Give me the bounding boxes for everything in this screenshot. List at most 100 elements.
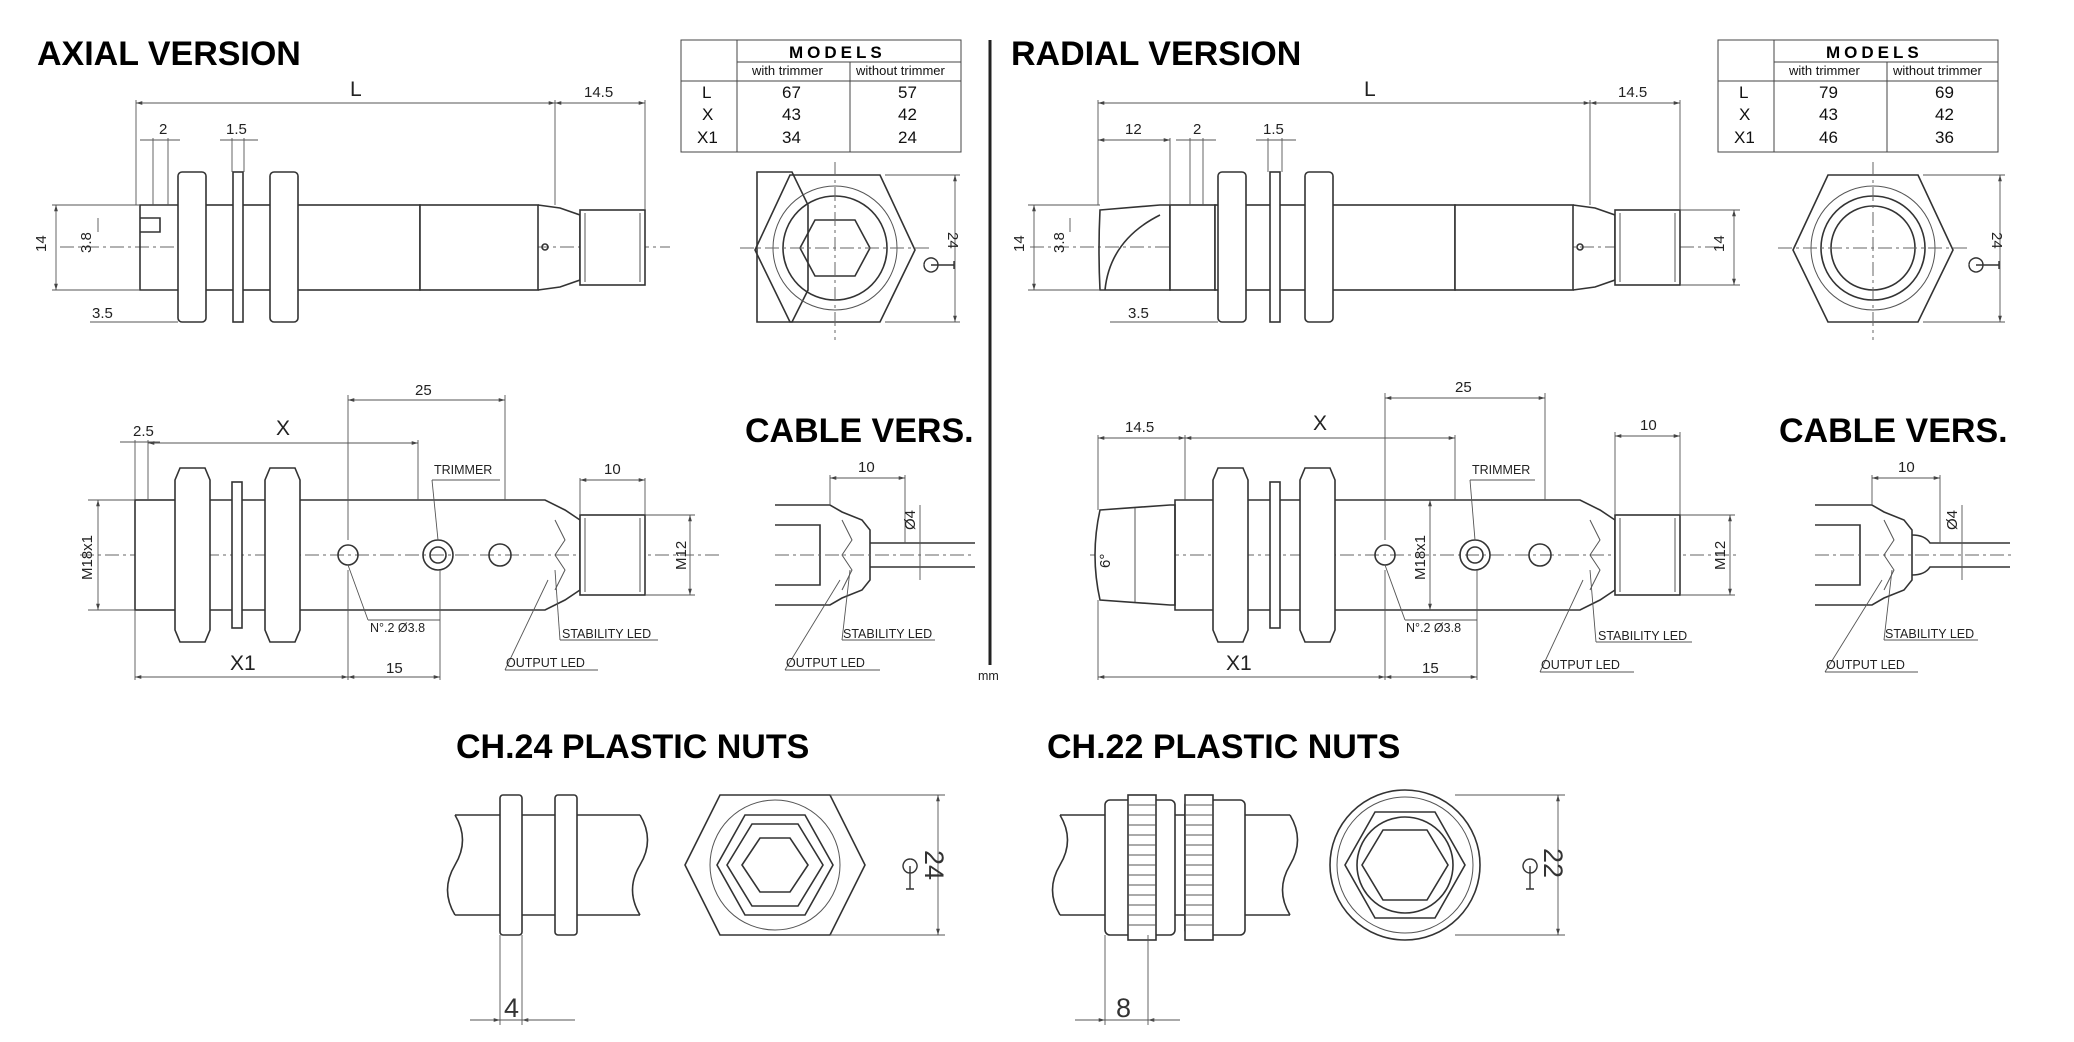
radial-dim-25: 25 [1455,379,1472,396]
radial-holes-label: N°.2 Ø3.8 [1406,621,1461,635]
ch22-nuts-side-view: 8 [1051,794,1299,1025]
axial-output-led-label: OUTPUT LED [506,656,585,670]
axial-cable-view: 10 Ø4 STABILITY LED OUTPUT LED mm [775,459,999,683]
radial-dim-10: 10 [1640,417,1657,434]
axial-row-X1-key: X1 [697,128,718,147]
radial-hex-end-view: 24 [1778,162,2005,340]
radial-dim-3-5: 3.5 [1128,305,1149,322]
radial-dim-14-5b: 14.5 [1125,419,1154,436]
ch22-plastic-nuts-title: CH.22 PLASTIC NUTS [1047,728,1400,766]
radial-dim-15: 15 [1422,660,1439,677]
axial-dim-X1: X1 [230,652,256,675]
radial-hex-24: 24 [1988,232,2005,249]
radial-side-view: L 14.5 12 2 1.5 14 3.8 3.5 14 [1011,78,1740,323]
axial-dim-X: X [276,417,290,440]
axial-dim-14-5: 14.5 [584,84,613,101]
radial-cable-view: 10 Ø4 STABILITY LED OUTPUT LED [1815,459,2015,673]
cable-right-dim-10: 10 [1898,459,1915,476]
axial-row-X-without: 42 [898,105,917,124]
cable-left-stability-led: STABILITY LED [843,627,932,641]
axial-stability-led-label: STABILITY LED [562,627,651,641]
axial-dim-L: L [350,78,362,101]
radial-dim-14-5: 14.5 [1618,84,1647,101]
cable-right-stability-led: STABILITY LED [1885,627,1974,641]
axial-row-X1-with: 34 [782,128,801,147]
axial-row-X-key: X [702,105,713,124]
radial-dim-X: X [1313,412,1327,435]
radial-dim-2: 2 [1193,121,1201,138]
radial-output-led-label: OUTPUT LED [1541,658,1620,672]
axial-row-X1-without: 24 [898,128,917,147]
radial-trimmer-label: TRIMMER [1472,463,1530,477]
radial-row-X-with: 43 [1819,105,1838,124]
radial-angle-6: 6° [1097,554,1114,568]
radial-table-col-without-trimmer: without trimmer [1892,63,1983,78]
radial-dim-L: L [1364,78,1376,101]
axial-dim-3-8: 3.8 [78,232,95,253]
axial-trimmer-label: TRIMMER [434,463,492,477]
axial-dim-25: 25 [415,382,432,399]
axial-row-L-key: L [702,83,711,102]
radial-dim-14b: 14 [1711,235,1728,252]
ch22-width-8: 8 [1116,993,1131,1023]
radial-dim-12: 12 [1125,121,1142,138]
ch24-width-4: 4 [504,993,519,1023]
axial-side-view: L 14.5 2 1.5 14 3.8 3.5 [33,78,670,323]
axial-models-table: MODELS with trimmer without trimmer L 67… [680,39,962,153]
cable-right-output-led: OUTPUT LED [1826,658,1905,672]
axial-hex-24: 24 [944,232,961,249]
ch24-nuts-end-view: 24 [684,794,949,936]
axial-row-L-with: 67 [782,83,801,102]
radial-models-table: MODELS with trimmer without trimmer L 79… [1717,39,1999,153]
axial-dim-2: 2 [159,121,167,138]
radial-dim-M12: M12 [1712,541,1729,570]
axial-dim-14: 14 [33,235,50,252]
radial-dim-3-8: 3.8 [1051,232,1068,253]
axial-row-X-with: 43 [782,105,801,124]
axial-table-col-without-trimmer: without trimmer [855,63,946,78]
cable-right-dim-d4: Ø4 [1944,510,1961,530]
units-mm: mm [978,669,999,683]
axial-dim-1-5: 1.5 [226,121,247,138]
axial-holes-label: N°.2 Ø3.8 [370,621,425,635]
axial-dim-M12: M12 [673,541,690,570]
cable-left-output-led: OUTPUT LED [786,656,865,670]
wrench-icon [1968,257,2000,273]
radial-table-col-with-trimmer: with trimmer [1788,63,1860,78]
radial-version-title: RADIAL VERSION [1011,35,1301,73]
radial-dim-14: 14 [1011,235,1028,252]
radial-row-L-with: 79 [1819,83,1838,102]
axial-dim-M18: M18x1 [79,535,96,580]
cable-version-title-right: CABLE VERS. [1779,412,2008,450]
axial-table-col-with-trimmer: with trimmer [751,63,823,78]
axial-row-L-without: 57 [898,83,917,102]
wrench-icon [902,858,918,890]
axial-dim-15: 15 [386,660,403,677]
radial-dim-1-5: 1.5 [1263,121,1284,138]
radial-row-X1-with: 46 [1819,128,1838,147]
axial-dim-10: 10 [604,461,621,478]
radial-stability-led-label: STABILITY LED [1598,629,1687,643]
axial-dim-3-5: 3.5 [92,305,113,322]
cable-left-dim-d4: Ø4 [902,510,919,530]
wrench-icon [923,257,955,273]
radial-dim-X1: X1 [1226,652,1252,675]
radial-section-view: 6° 14.5 X 25 10 TRIMMER M18x1 M12 N°.2 Ø… [1090,379,1740,680]
wrench-icon [1522,858,1538,890]
radial-row-X-key: X [1739,105,1750,124]
axial-dim-2-5: 2.5 [133,423,154,440]
axial-version-title: AXIAL VERSION [37,35,301,73]
cable-version-title-left: CABLE VERS. [745,412,974,450]
ch24-hex-24: 24 [919,850,949,880]
radial-row-X-without: 42 [1935,105,1954,124]
axial-hex-end-view: 24 [740,162,961,340]
radial-row-L-without: 69 [1935,83,1954,102]
radial-dim-M18: M18x1 [1412,535,1429,580]
radial-row-X1-without: 36 [1935,128,1954,147]
radial-row-L-key: L [1739,83,1748,102]
cable-left-dim-10: 10 [858,459,875,476]
ch22-hex-22: 22 [1538,848,1568,878]
axial-section-view: 2.5 X 25 10 TRIMMER M18x1 M12 N°.2 Ø3.8 … [79,382,720,680]
ch22-knurling [1128,804,1213,926]
